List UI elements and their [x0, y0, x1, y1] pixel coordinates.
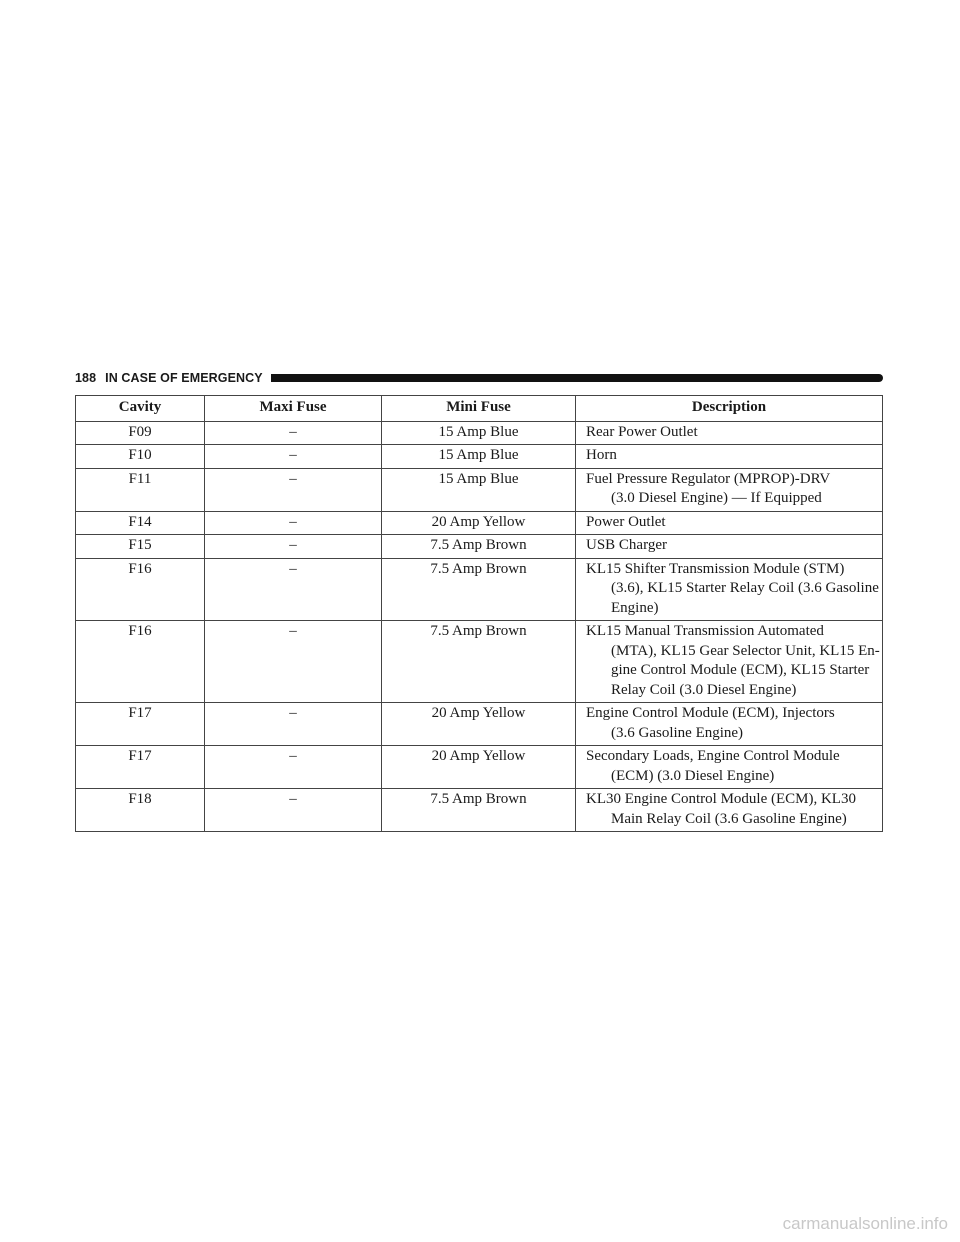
- mini-fuse-cell: 7.5 Amp Brown: [381, 557, 576, 621]
- mini-fuse-cell: 20 Amp Yellow: [381, 745, 576, 789]
- mini-fuse-cell: 7.5 Amp Brown: [381, 534, 576, 559]
- description-line: USB Charger: [586, 537, 667, 553]
- column-header-cavity: Cavity: [75, 395, 205, 422]
- description-cell: Power Outlet: [575, 510, 883, 535]
- watermark: carmanualsonline.info: [782, 1214, 948, 1233]
- page-header: 188 IN CASE OF EMERGENCY: [75, 368, 883, 388]
- maxi-fuse-cell: –: [204, 534, 382, 559]
- maxi-fuse-cell: –: [204, 467, 382, 512]
- description-line: Secondary Loads, Engine Control Module: [586, 748, 840, 764]
- mini-fuse-cell: 7.5 Amp Brown: [381, 620, 576, 703]
- description-line: Relay Coil (3.0 Diesel Engine): [611, 681, 797, 698]
- mini-fuse-cell: 15 Amp Blue: [381, 420, 576, 445]
- maxi-fuse-cell: –: [204, 557, 382, 621]
- description-line: Power Outlet: [586, 513, 666, 530]
- column-header-description: Description: [575, 395, 883, 422]
- description-line: (3.6 Gasoline Engine): [611, 724, 744, 741]
- maxi-fuse-cell: –: [204, 510, 382, 535]
- description-cell: Rear Power Outlet: [575, 420, 883, 445]
- description-line: Horn: [586, 447, 617, 463]
- mini-fuse-cell: 20 Amp Yellow: [381, 702, 576, 746]
- description-cell: KL15 Shifter Transmission Module (STM) (3…: [575, 557, 883, 621]
- cavity-cell: F18: [75, 788, 205, 832]
- description-line: (ECM) (3.0 Diesel Engine): [611, 767, 775, 784]
- maxi-fuse-cell: –: [204, 788, 382, 832]
- header-rule: [270, 374, 883, 382]
- description-line: gine Control Module (ECM), KL15 Starter: [611, 662, 870, 678]
- maxi-fuse-cell: –: [204, 444, 382, 469]
- table-row: F15–7.5 Amp Brown USB Charger: [75, 534, 883, 559]
- column-header-mini-fuse: Mini Fuse: [381, 395, 576, 422]
- description-line: KL15 Shifter Transmission Module (STM): [586, 560, 845, 577]
- description-cell: Horn: [575, 444, 883, 469]
- description-cell: USB Charger: [575, 534, 883, 559]
- cavity-cell: F14: [75, 510, 205, 535]
- description-line: Engine Control Module (ECM), Injectors: [586, 705, 835, 721]
- maxi-fuse-cell: –: [204, 620, 382, 703]
- cavity-cell: F15: [75, 534, 205, 559]
- maxi-fuse-cell: –: [204, 702, 382, 746]
- section-title: IN CASE OF EMERGENCY: [105, 371, 263, 385]
- description-line: KL15 Manual Transmission Automated: [586, 623, 824, 639]
- table-row: F09–15 Amp Blue Rear Power Outlet: [75, 420, 883, 445]
- description-cell: KL15 Manual Transmission Automated (MTA),…: [575, 620, 883, 703]
- mini-fuse-cell: 7.5 Amp Brown: [381, 788, 576, 832]
- mini-fuse-cell: 15 Amp Blue: [381, 467, 576, 512]
- description-line: Engine): [611, 599, 659, 616]
- cavity-cell: F11: [75, 467, 205, 512]
- description-line: (3.6), KL15 Starter Relay Coil (3.6 Gaso…: [611, 580, 879, 596]
- mini-fuse-cell: 20 Amp Yellow: [381, 510, 576, 535]
- description-line: Rear Power Outlet: [586, 423, 698, 440]
- cavity-cell: F17: [75, 745, 205, 789]
- description-cell: Engine Control Module (ECM), Injectors (3…: [575, 702, 883, 746]
- cavity-cell: F16: [75, 557, 205, 621]
- description-line: (3.0 Diesel Engine) — If Equipped: [611, 490, 822, 506]
- mini-fuse-cell: 15 Amp Blue: [381, 444, 576, 469]
- description-line: (MTA), KL15 Gear Selector Unit, KL15 En-: [611, 642, 880, 659]
- description-line: Fuel Pressure Regulator (MPROP)-DRV: [586, 470, 831, 487]
- cavity-cell: F10: [75, 444, 205, 469]
- maxi-fuse-cell: –: [204, 745, 382, 789]
- cavity-cell: F16: [75, 620, 205, 703]
- cavity-cell: F09: [75, 420, 205, 445]
- fuse-table: Cavity Maxi Fuse Mini Fuse Description F…: [75, 395, 883, 832]
- table-row: F10–15 Amp Blue Horn: [75, 444, 883, 469]
- cavity-cell: F17: [75, 702, 205, 746]
- table-row: F14–20 Amp Yellow Power Outlet: [75, 510, 883, 535]
- table-header-row: Cavity Maxi Fuse Mini Fuse Description: [75, 395, 883, 422]
- column-header-maxi-fuse: Maxi Fuse: [204, 395, 382, 422]
- maxi-fuse-cell: –: [204, 420, 382, 445]
- description-cell: Secondary Loads, Engine Control Module (E…: [575, 745, 883, 789]
- page-number: 188: [75, 371, 97, 385]
- description-line: Main Relay Coil (3.6 Gasoline Engine): [611, 810, 847, 827]
- description-cell: Fuel Pressure Regulator (MPROP)-DRV (3.0 …: [575, 467, 883, 512]
- description-line: KL30 Engine Control Module (ECM), KL30: [586, 791, 856, 807]
